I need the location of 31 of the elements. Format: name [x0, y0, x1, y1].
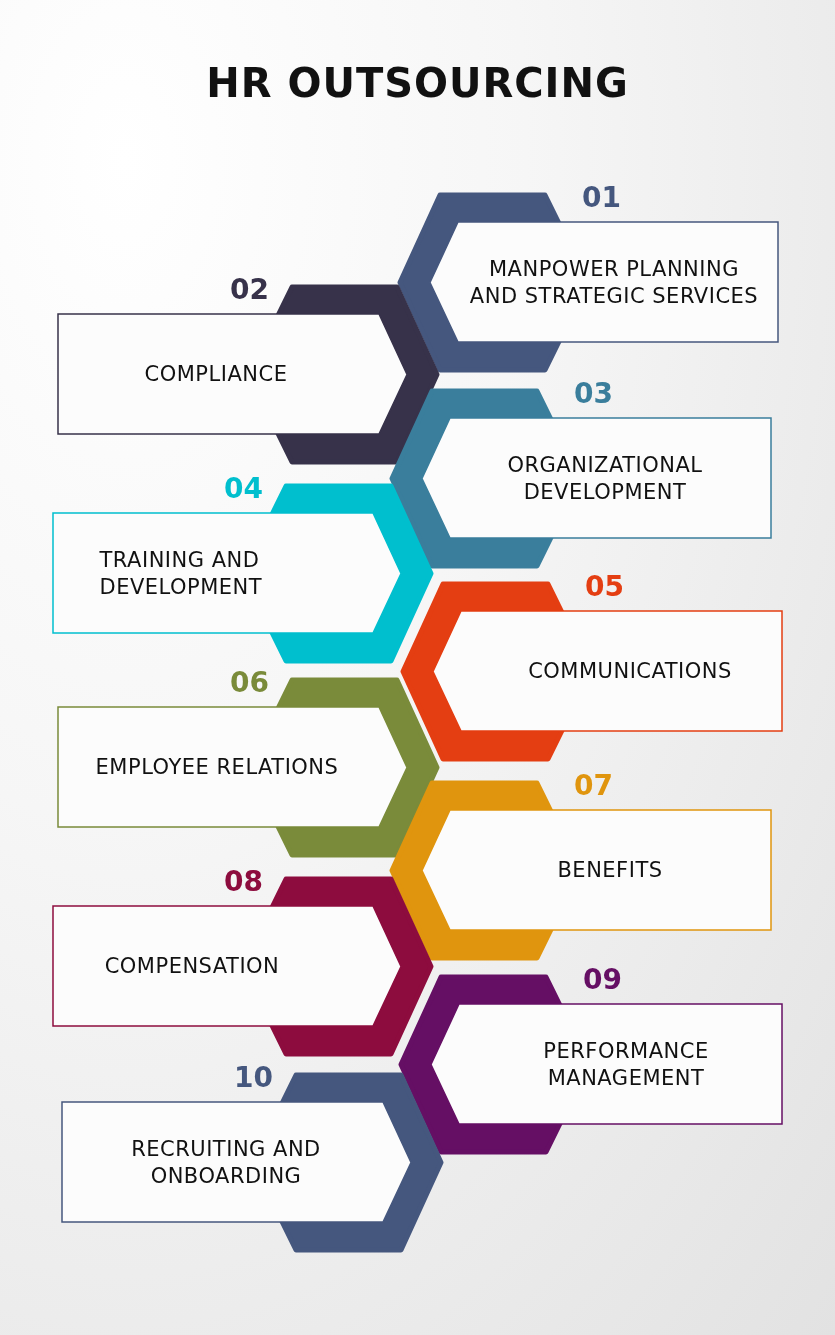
- step-card: [389, 771, 774, 963]
- step-number: 01: [582, 184, 621, 212]
- step-label: BENEFITS: [557, 856, 663, 884]
- step-card: [50, 867, 434, 1059]
- step-number: 09: [583, 966, 622, 994]
- step-number: 10: [234, 1064, 273, 1092]
- step-label: TRAINING AND DEVELOPMENT: [99, 546, 264, 601]
- step-card: [59, 1063, 444, 1255]
- step-number: 07: [574, 772, 613, 800]
- step-label: COMPENSATION: [104, 952, 280, 980]
- step-number: 04: [224, 475, 263, 503]
- step-card: [55, 275, 440, 467]
- step-card: [397, 183, 781, 375]
- step-label: COMMUNICATIONS: [528, 657, 732, 685]
- step-label: EMPLOYEE RELATIONS: [95, 753, 339, 781]
- step-number: 02: [230, 276, 269, 304]
- step-label: ORGANIZATIONAL DEVELOPMENT: [506, 451, 704, 506]
- step-number: 06: [230, 669, 269, 697]
- step-number: 03: [574, 380, 613, 408]
- title: HR OUTSOURCING: [206, 60, 629, 106]
- step-card: [389, 379, 774, 571]
- step-card: [398, 965, 785, 1157]
- step-card: [400, 572, 785, 764]
- step-card: [50, 474, 434, 666]
- step-number: 05: [585, 573, 624, 601]
- step-label: PERFORMANCE MANAGEMENT: [542, 1037, 710, 1092]
- step-card: [55, 668, 440, 860]
- step-label: MANPOWER PLANNING AND STRATEGIC SERVICES: [468, 255, 760, 310]
- step-number: 08: [224, 868, 263, 896]
- step-label: RECRUITING AND ONBOARDING: [130, 1135, 322, 1190]
- step-label: COMPLIANCE: [144, 360, 288, 388]
